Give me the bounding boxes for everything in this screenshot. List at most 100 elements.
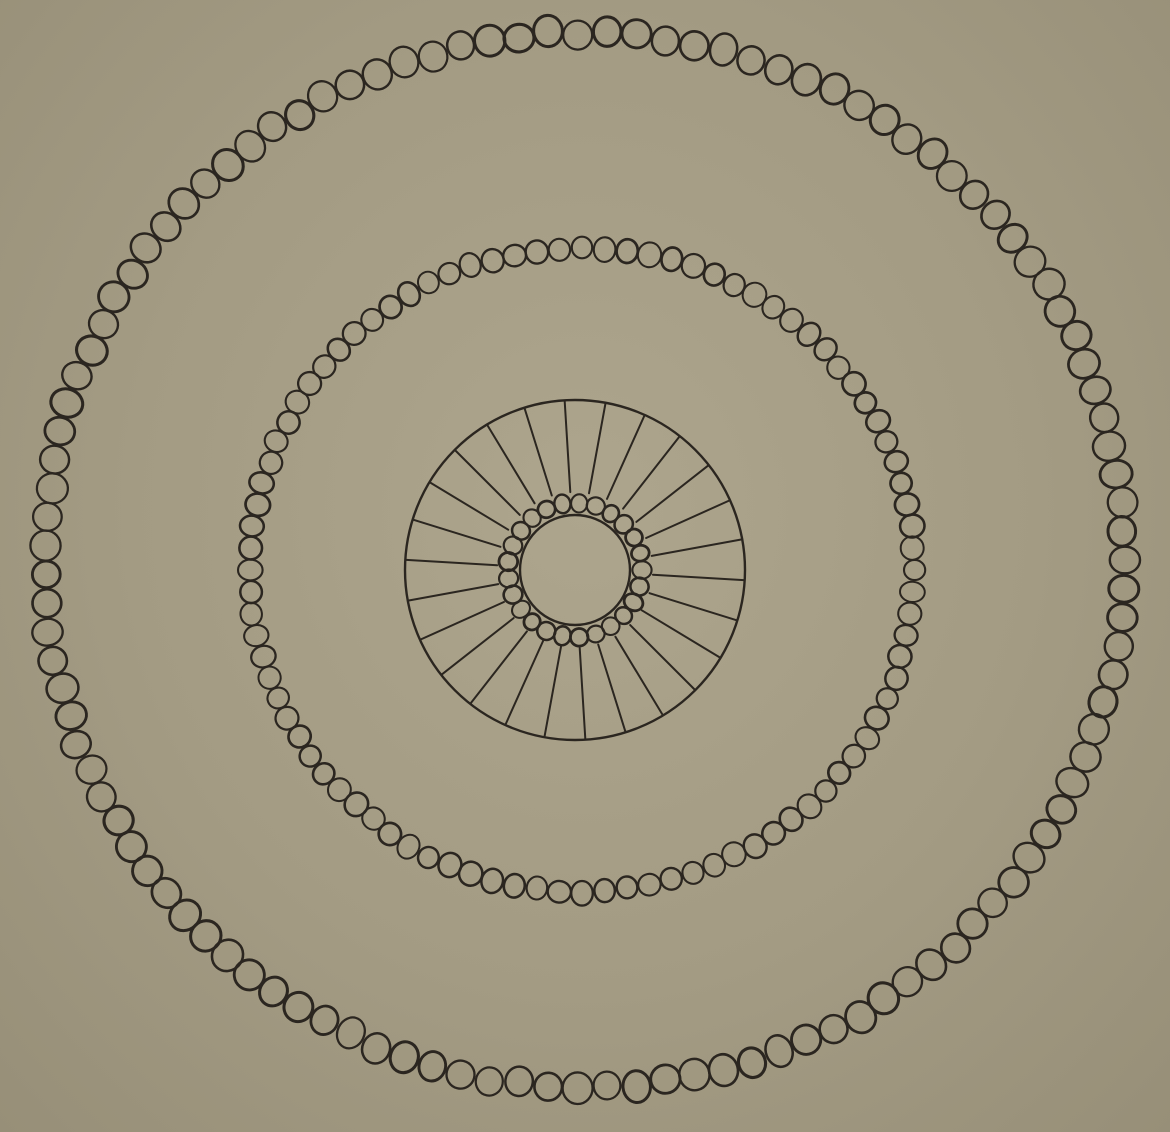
middle-bead bbox=[838, 740, 869, 771]
middle-bead bbox=[851, 723, 883, 754]
disc-spoke bbox=[598, 645, 625, 732]
outer-bead bbox=[228, 954, 270, 996]
outer-bead bbox=[910, 944, 952, 986]
disc-spoke bbox=[630, 625, 694, 689]
disc-spoke bbox=[488, 425, 535, 503]
middle-bead bbox=[636, 872, 662, 898]
middle-bead bbox=[239, 536, 263, 560]
outer-bead bbox=[622, 1069, 652, 1103]
disc-spoke bbox=[642, 610, 720, 657]
outer-bead bbox=[278, 987, 318, 1027]
outer-bead bbox=[563, 20, 592, 49]
middle-bead bbox=[525, 875, 548, 901]
outer-bead bbox=[993, 862, 1035, 904]
middle-bead bbox=[548, 238, 571, 261]
outer-bead bbox=[976, 195, 1015, 234]
outer-bead bbox=[254, 972, 293, 1012]
outer-bead bbox=[593, 16, 622, 46]
outer-bead bbox=[1103, 630, 1135, 663]
middle-bead bbox=[294, 368, 326, 400]
middle-bead bbox=[899, 513, 926, 539]
middle-bead bbox=[658, 865, 684, 892]
middle-bead bbox=[242, 623, 270, 649]
middle-bead bbox=[893, 491, 921, 517]
outer-bead bbox=[1106, 486, 1139, 519]
middle-bead bbox=[284, 721, 314, 751]
outer-bead bbox=[111, 826, 152, 868]
middle-bead bbox=[358, 803, 390, 834]
outer-bead bbox=[1009, 241, 1051, 283]
outer-bead bbox=[38, 443, 72, 476]
outer-bead bbox=[36, 644, 69, 677]
middle-bead bbox=[238, 560, 263, 581]
outer-bead bbox=[621, 18, 653, 49]
middle-bead bbox=[393, 831, 424, 863]
middle-bead bbox=[758, 818, 789, 849]
middle-bead bbox=[501, 243, 528, 269]
outer-bead bbox=[472, 23, 507, 59]
middle-bead bbox=[375, 291, 406, 322]
outer-bead bbox=[42, 414, 78, 448]
outer-bead bbox=[32, 561, 61, 588]
middle-bead bbox=[239, 601, 263, 626]
middle-bead bbox=[524, 239, 549, 265]
inner-bead bbox=[571, 494, 588, 513]
disc-spoke bbox=[455, 451, 519, 515]
middle-bead bbox=[338, 317, 370, 349]
middle-bead bbox=[738, 278, 771, 311]
middle-bead bbox=[615, 875, 638, 899]
middle-bead bbox=[296, 741, 325, 770]
outer-bead bbox=[504, 1065, 535, 1098]
middle-bead bbox=[394, 278, 424, 310]
outer-bead bbox=[145, 207, 186, 247]
disc-spoke bbox=[580, 648, 586, 739]
disc-spoke bbox=[442, 618, 514, 674]
disc-spoke bbox=[471, 631, 527, 703]
middle-bead bbox=[281, 386, 313, 418]
outer-bead bbox=[1106, 602, 1138, 633]
outer-bead bbox=[31, 588, 62, 618]
outer-bead bbox=[1098, 458, 1134, 490]
middle-bead bbox=[571, 881, 593, 906]
middle-bead bbox=[893, 623, 920, 648]
middle-bead bbox=[239, 514, 265, 538]
middle-bead bbox=[249, 643, 278, 670]
disc-spoke bbox=[565, 401, 571, 492]
middle-bead bbox=[340, 788, 373, 821]
outer-bead bbox=[993, 219, 1033, 258]
disc-spoke bbox=[607, 416, 644, 499]
outer-bead bbox=[865, 100, 905, 140]
outer-bead bbox=[649, 1063, 682, 1095]
disc-spoke bbox=[646, 501, 729, 538]
disc-spoke bbox=[506, 641, 543, 724]
outer-bead bbox=[229, 125, 271, 167]
outer-bead bbox=[444, 29, 477, 62]
outer-bead bbox=[1026, 815, 1065, 853]
middle-bead bbox=[479, 246, 507, 274]
outer-bead bbox=[705, 1051, 741, 1089]
middle-bead bbox=[851, 388, 880, 417]
middle-bead bbox=[775, 803, 807, 835]
outer-bead bbox=[676, 1056, 712, 1093]
outer-bead bbox=[887, 961, 928, 1002]
outer-bead bbox=[931, 155, 973, 197]
middle-bead bbox=[594, 878, 616, 902]
inner-bead bbox=[632, 561, 651, 579]
middle-bead bbox=[636, 240, 664, 269]
outer-bead bbox=[952, 903, 994, 945]
middle-bead bbox=[309, 351, 340, 383]
disc-spoke bbox=[545, 647, 561, 737]
outer-bead bbox=[386, 1038, 423, 1077]
middle-bead bbox=[547, 880, 572, 903]
outer-bead bbox=[444, 1058, 478, 1092]
middle-bead bbox=[323, 334, 354, 365]
middle-bead bbox=[244, 491, 273, 518]
outer-bead bbox=[1090, 429, 1128, 464]
middle-bead bbox=[261, 427, 291, 456]
disc-spoke bbox=[653, 575, 744, 580]
middle-bead bbox=[810, 334, 841, 365]
middle-bead bbox=[776, 304, 808, 336]
outer-bead bbox=[593, 1071, 621, 1100]
outer-bead bbox=[650, 25, 681, 58]
outer-bead bbox=[677, 29, 711, 63]
